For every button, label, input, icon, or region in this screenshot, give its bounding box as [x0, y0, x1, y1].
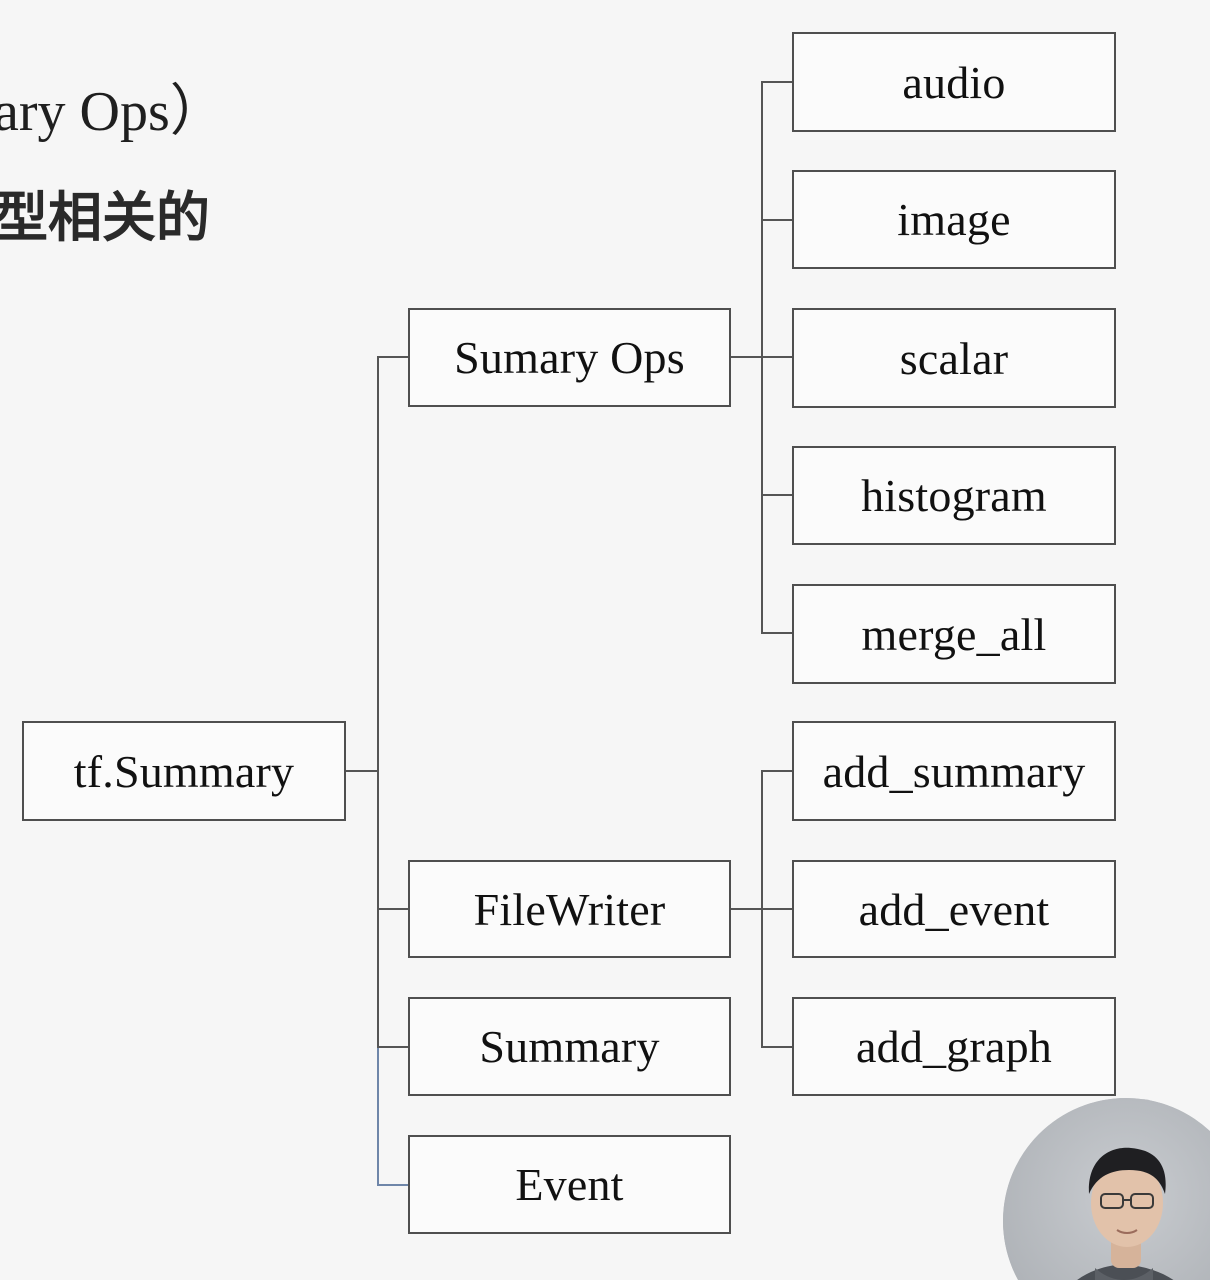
node-audio: audio	[792, 32, 1116, 132]
connector-to-add-event	[761, 908, 794, 910]
connector-to-summary	[377, 1046, 410, 1048]
connector-to-scalar	[761, 356, 794, 358]
connector-to-sumary-ops	[377, 356, 410, 358]
connector-trunk-lower	[377, 1046, 379, 1185]
node-merge-all: merge_all	[792, 584, 1116, 684]
connector-to-add-summary	[761, 770, 794, 772]
connector-sumary-ops-out	[730, 356, 762, 358]
connector-trunk-upper	[377, 356, 379, 1046]
node-event: Event	[408, 1135, 731, 1234]
connector-filewriter-out	[730, 908, 762, 910]
connector-to-merge-all	[761, 632, 794, 634]
node-summary: Summary	[408, 997, 731, 1096]
node-histogram: histogram	[792, 446, 1116, 545]
slide-heading-line-1: ary Ops）	[0, 81, 226, 143]
slide-heading-line-2: 型相关的	[0, 186, 210, 249]
node-scalar: scalar	[792, 308, 1116, 408]
node-add-event: add_event	[792, 860, 1116, 958]
connector-to-image	[761, 219, 794, 221]
node-tf-summary: tf.Summary	[22, 721, 346, 821]
node-filewriter: FileWriter	[408, 860, 731, 958]
connector-to-histogram	[761, 494, 794, 496]
connector-to-filewriter	[377, 908, 410, 910]
connector-root-out	[345, 770, 379, 772]
node-add-summary: add_summary	[792, 721, 1116, 821]
node-sumary-ops: Sumary Ops	[408, 308, 731, 407]
node-image: image	[792, 170, 1116, 269]
node-add-graph: add_graph	[792, 997, 1116, 1096]
connector-to-event	[377, 1184, 410, 1186]
connector-to-add-graph	[761, 1046, 794, 1048]
connector-to-audio	[761, 81, 794, 83]
